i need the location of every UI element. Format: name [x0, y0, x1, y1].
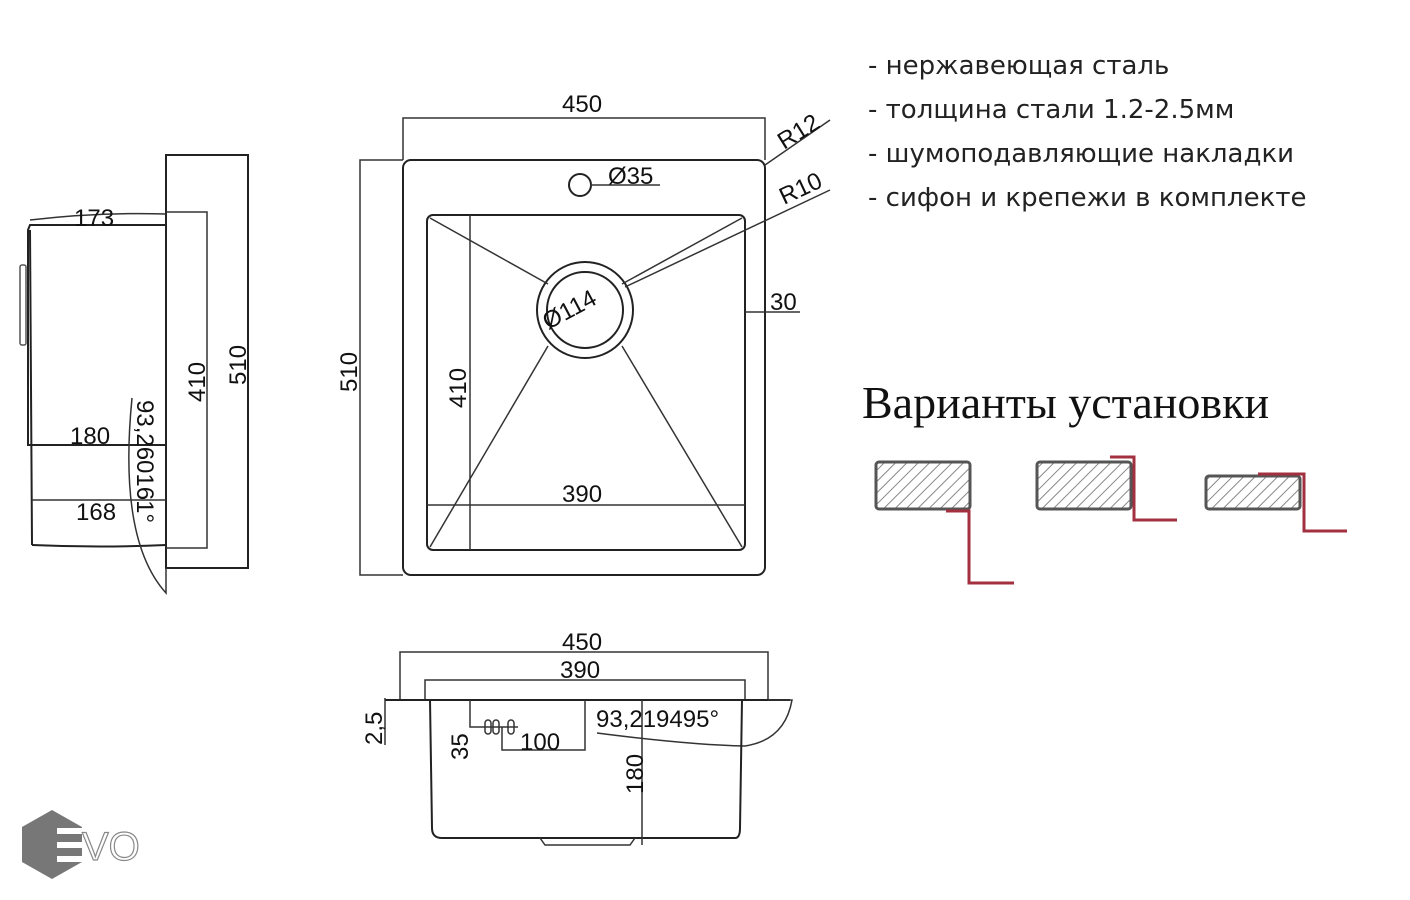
- dim-bowl-height: 180: [622, 754, 649, 794]
- dim-bowl-width: 390: [560, 657, 600, 684]
- dim-overflow-width: 100: [520, 729, 560, 756]
- evo-logo: VO: [22, 810, 140, 879]
- dim-depth: 510: [225, 345, 252, 385]
- dim-bowl-depth: 410: [184, 362, 211, 402]
- front-view: 450 390 2,5 35 100 93,219495° 180: [361, 629, 793, 846]
- feature-item: - нержавеющая сталь: [868, 51, 1169, 81]
- features-list: - нержавеющая сталь - толщина стали 1.2-…: [868, 51, 1306, 213]
- install-variant-undermount: [1204, 472, 1347, 533]
- install-heading: Варианты установки: [862, 377, 1269, 428]
- logo-text: VO: [82, 825, 140, 869]
- dim-mid-width: 180: [70, 423, 110, 450]
- dim-tap-hole: Ø35: [608, 163, 653, 190]
- top-view: 450 510 410 390 30 R12 R10 Ø35 Ø114: [336, 91, 831, 576]
- dim-overflow-height: 35: [447, 733, 474, 760]
- dim-radius-outer: R12: [773, 109, 825, 155]
- dim-width: 450: [562, 91, 602, 118]
- side-view: 173 180 168 410 510 93,260161°: [19, 154, 252, 595]
- install-variant-flush: [1035, 455, 1177, 522]
- dim-top-width: 173: [74, 205, 114, 232]
- dim-bowl-width: 390: [562, 481, 602, 508]
- dim-angle: 93,260161°: [131, 400, 158, 523]
- feature-item: - толщина стали 1.2-2.5мм: [868, 95, 1234, 125]
- dim-bowl-depth: 410: [445, 368, 472, 408]
- dim-drain: Ø114: [538, 285, 601, 336]
- dim-width: 450: [562, 629, 602, 656]
- install-variant-overlay: [874, 460, 1014, 585]
- dim-margin: 30: [770, 289, 797, 316]
- dim-thickness: 2,5: [361, 712, 388, 745]
- dim-depth: 510: [336, 352, 363, 392]
- dim-angle: 93,219495°: [596, 706, 719, 733]
- feature-item: - шумоподавляющие накладки: [868, 139, 1294, 169]
- dim-bottom-width: 168: [76, 499, 116, 526]
- feature-item: - сифон и крепежи в комплекте: [868, 183, 1306, 213]
